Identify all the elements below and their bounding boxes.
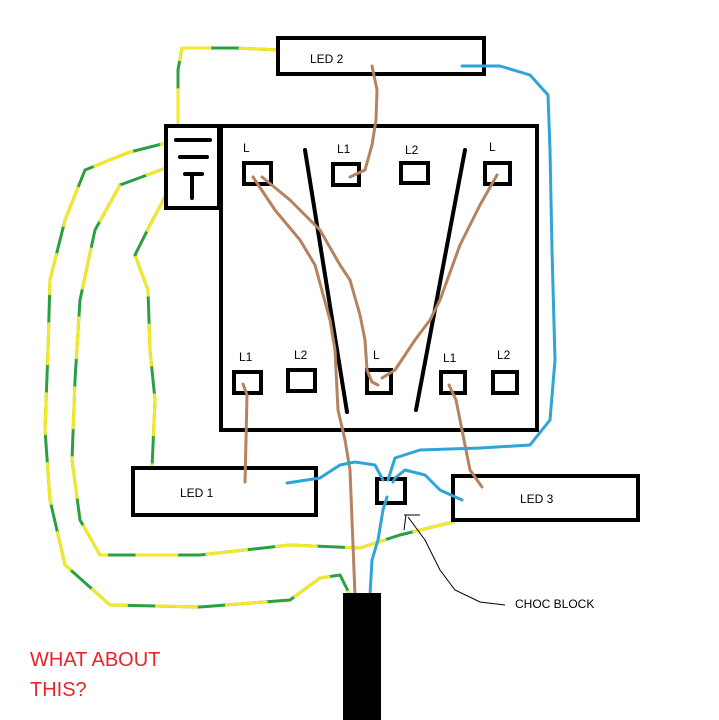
- choc-block: [375, 477, 407, 505]
- terminal-label: L: [243, 141, 250, 155]
- live-wire-common: [260, 175, 380, 387]
- earth-wire-cable: [43, 141, 352, 609]
- live-wire-led3: [447, 383, 484, 489]
- terminal-label: L1: [337, 142, 351, 156]
- terminal-top-l1: [331, 162, 361, 187]
- neutral-wires: [285, 64, 557, 597]
- switch-rocker-right: [414, 148, 467, 412]
- live-wire-led1: [241, 382, 249, 484]
- terminal-bottom-l2-right: [491, 370, 519, 395]
- terminal-bottom-l1-left: [232, 370, 263, 395]
- earth-wires: [43, 46, 455, 609]
- led-1-box: [131, 466, 318, 517]
- live-wire-right-common: [380, 173, 499, 380]
- neutral-wire-led1: [285, 460, 385, 485]
- terminal-label: L1: [443, 351, 457, 365]
- terminal-bottom-l2-left: [286, 368, 317, 393]
- earth-wire-led2: [176, 46, 282, 128]
- live-wire-cable: [251, 175, 357, 597]
- terminal-label: L1: [239, 350, 253, 364]
- terminal-bottom-l1-right: [439, 370, 467, 395]
- live-wire-led2: [348, 64, 379, 179]
- choc-block-pointer: [403, 514, 506, 606]
- question-line-2: THIS?: [30, 679, 87, 701]
- led-1-label: LED 1: [180, 486, 214, 500]
- neutral-wire-cable: [368, 495, 389, 597]
- earth-wire-led1: [133, 193, 168, 470]
- supply-cable: [343, 593, 381, 720]
- neutral-wire-led3: [391, 468, 464, 502]
- led-2-box: [276, 36, 486, 76]
- earth-symbol-icon: [174, 138, 212, 200]
- choc-block-label: CHOC BLOCK: [515, 597, 594, 611]
- terminal-top-l2: [399, 161, 430, 185]
- terminal-label: L: [373, 348, 380, 362]
- terminal-label: L2: [294, 348, 308, 362]
- switch-rocker-left: [303, 148, 349, 414]
- live-wires: [241, 64, 499, 597]
- terminal-top-l-right: [483, 161, 512, 186]
- led-3-box: [451, 474, 640, 522]
- terminal-label: L: [489, 140, 496, 154]
- earth-wire-led3: [70, 166, 455, 557]
- neutral-wire-led2: [386, 64, 557, 482]
- terminal-label: L2: [405, 143, 419, 157]
- led-3-label: LED 3: [520, 492, 554, 506]
- terminal-label: L2: [497, 348, 511, 362]
- led-2-label: LED 2: [310, 52, 344, 66]
- question-line-1: WHAT ABOUT: [30, 649, 160, 671]
